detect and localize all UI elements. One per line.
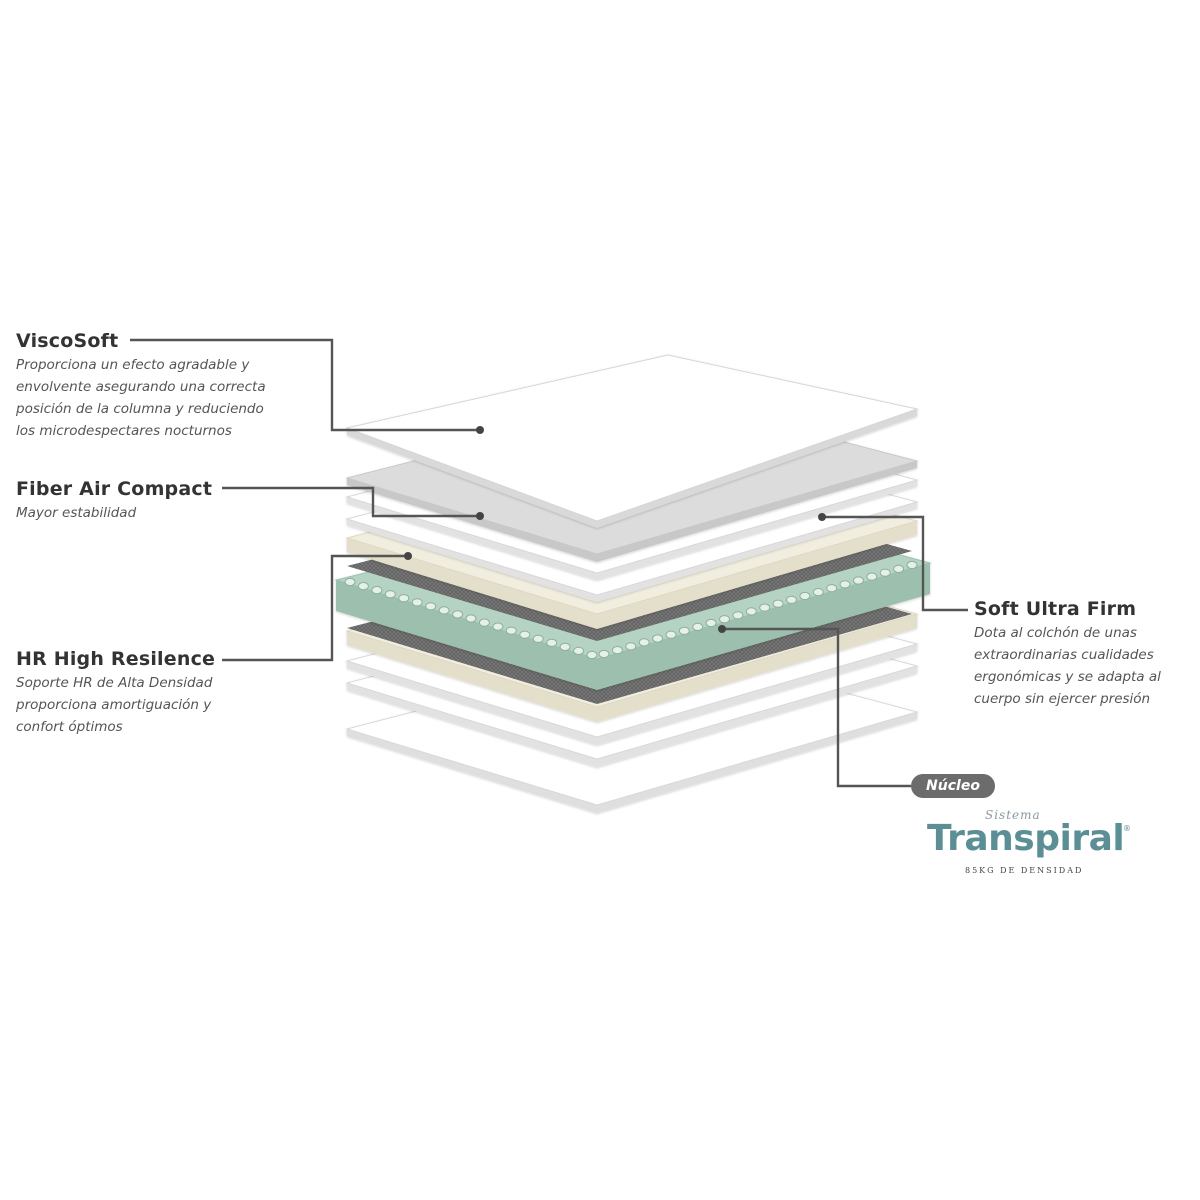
coil-ring bbox=[852, 576, 864, 585]
coil-ring bbox=[786, 595, 797, 604]
coil-ring bbox=[492, 622, 504, 631]
callout-dot-nucleo bbox=[718, 625, 726, 633]
coil-ring bbox=[772, 599, 784, 608]
coil-ring bbox=[866, 572, 878, 581]
label-fiber-air-compact: Fiber Air Compact Mayor estabilidad bbox=[16, 477, 276, 524]
coil-ring bbox=[812, 588, 824, 597]
coil-ring bbox=[344, 577, 356, 587]
desc-line: los microdespectares nocturnos bbox=[16, 423, 232, 439]
label-fiber-description: Mayor estabilidad bbox=[16, 502, 276, 524]
brand-tagline: 85KG DE DENSIDAD bbox=[965, 866, 1084, 875]
desc-line: proporciona amortiguación y bbox=[16, 697, 212, 713]
label-viscosoft: ViscoSoft Proporciona un efecto agradabl… bbox=[16, 329, 326, 442]
callout-line-soft bbox=[822, 515, 968, 612]
desc-line: confort óptimos bbox=[16, 719, 123, 735]
callout-line-hr bbox=[222, 554, 408, 662]
coil-ring bbox=[652, 634, 664, 643]
coil-ring bbox=[678, 626, 690, 635]
coil-ring bbox=[799, 591, 811, 601]
callout-dots bbox=[404, 426, 826, 633]
desc-line: cuerpo sin ejercer presión bbox=[974, 691, 1151, 707]
callout-dot-hr bbox=[404, 552, 412, 560]
coil-ring bbox=[598, 649, 610, 659]
coil-ring bbox=[371, 586, 383, 595]
coil-ring bbox=[692, 622, 704, 632]
label-soft-description: Dota al colchón de unas extraordinarias … bbox=[974, 622, 1200, 710]
coil-ring bbox=[398, 594, 410, 603]
callout-dot-viscosoft bbox=[476, 426, 484, 434]
desc-line: Soporte HR de Alta Densidad bbox=[16, 675, 213, 691]
callout-lines bbox=[130, 338, 968, 788]
coil-ring bbox=[705, 618, 717, 628]
label-hr-high-resilence: HR High Resilence Soporte HR de Alta Den… bbox=[16, 647, 276, 738]
coil-ring bbox=[665, 630, 677, 639]
viscosoft-layer bbox=[345, 354, 919, 528]
brand-name: Transpiral bbox=[927, 818, 1125, 859]
desc-line: ergonómicas y se adapta al bbox=[974, 669, 1161, 685]
coil-ring bbox=[759, 603, 771, 612]
callout-line-nucleo bbox=[722, 627, 911, 788]
desc-line: extraordinarias cualidades bbox=[974, 647, 1154, 663]
desc-line: envolvente asegurando una correcta bbox=[16, 379, 266, 395]
coil-ring bbox=[839, 580, 851, 589]
coil-ring bbox=[357, 582, 369, 591]
label-fiber-title: Fiber Air Compact bbox=[16, 478, 213, 500]
coil-ring bbox=[586, 650, 598, 660]
label-soft-title: Soft Ultra Firm bbox=[974, 598, 1137, 620]
coil-ring bbox=[745, 607, 757, 616]
coil-ring bbox=[638, 638, 650, 647]
desc-line: posición de la columna y reduciendo bbox=[16, 401, 264, 417]
coil-ring bbox=[559, 642, 571, 652]
coil-ring bbox=[425, 602, 437, 611]
coil-ring bbox=[505, 626, 517, 635]
coil-ring bbox=[546, 638, 558, 647]
coil-ring bbox=[719, 615, 730, 624]
label-soft-ultra-firm: Soft Ultra Firm Dota al colchón de unas … bbox=[974, 597, 1200, 710]
coil-ring bbox=[611, 646, 623, 655]
coil-ring bbox=[452, 610, 464, 619]
coil-ring bbox=[906, 560, 918, 570]
coil-ring bbox=[625, 642, 637, 651]
coil-ring bbox=[732, 611, 744, 620]
desc-line: Mayor estabilidad bbox=[16, 505, 137, 521]
callout-dot-fiber bbox=[476, 512, 484, 520]
coil-ring bbox=[826, 584, 838, 593]
callout-line-viscosoft bbox=[130, 338, 479, 432]
core-coil-dots bbox=[344, 560, 918, 660]
coil-ring bbox=[411, 598, 423, 607]
coil-ring bbox=[519, 630, 531, 639]
transpiral-logo: Sistema Transpiral ® 85KG DE DENSIDAD bbox=[925, 808, 1135, 880]
coil-ring bbox=[879, 568, 891, 577]
label-hr-description: Soporte HR de Alta Densidad proporciona … bbox=[16, 672, 276, 738]
coil-ring bbox=[532, 634, 544, 643]
callout-line-fiber bbox=[222, 486, 479, 518]
nucleo-badge: Núcleo bbox=[911, 774, 995, 798]
callout-dot-soft bbox=[818, 513, 826, 521]
coil-ring bbox=[573, 646, 585, 656]
registered-mark: ® bbox=[1123, 824, 1131, 833]
brand-script: Sistema bbox=[985, 808, 1041, 822]
label-hr-title: HR High Resilence bbox=[16, 648, 216, 670]
label-viscosoft-description: Proporciona un efecto agradable y envolv… bbox=[16, 354, 326, 442]
top-layer-stack bbox=[345, 354, 919, 641]
coil-ring bbox=[384, 590, 396, 599]
coil-ring bbox=[893, 564, 905, 574]
coil-ring bbox=[478, 618, 490, 627]
desc-line: Dota al colchón de unas bbox=[974, 625, 1137, 641]
desc-line: Proporciona un efecto agradable y bbox=[16, 357, 250, 373]
label-viscosoft-title: ViscoSoft bbox=[16, 330, 119, 352]
coil-ring bbox=[438, 606, 450, 615]
coil-ring bbox=[465, 614, 477, 623]
